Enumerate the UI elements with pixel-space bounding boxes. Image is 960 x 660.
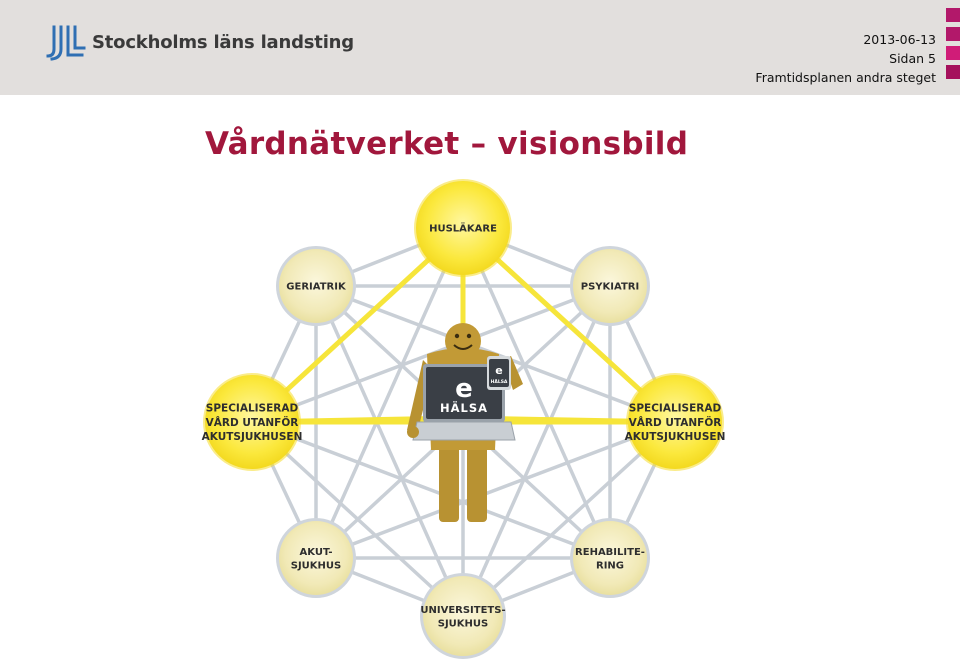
care-node-label: HUSLÄKARE <box>429 221 497 235</box>
care-node-label: SPECIALISERAD <box>629 403 722 415</box>
slide-page-number: Sidan 5 <box>889 51 936 66</box>
logo-text: Stockholms läns landsting <box>92 32 354 53</box>
accent-square <box>946 27 960 41</box>
figure-leg <box>467 446 487 522</box>
care-network-diagram: e HÄLSA e HÄLSA HUSLÄKAREPSYKIATRISPECIA… <box>202 179 726 659</box>
svg-text:e: e <box>495 364 502 377</box>
care-node-label: PSYKIATRI <box>581 282 639 293</box>
header-bar: Stockholms läns landsting 2013-06-13 Sid… <box>0 0 960 95</box>
care-node-label: GERIATRIK <box>286 282 347 293</box>
ehealth-letter: e <box>455 374 473 404</box>
logo[interactable]: Stockholms läns landsting <box>46 25 354 61</box>
smiley-face-icon <box>445 323 481 359</box>
figure-leg <box>439 446 459 522</box>
slide-title: Vårdnätverket – visionsbild <box>205 126 689 162</box>
care-node-geri: GERIATRIK <box>276 246 356 326</box>
care-node-label: AKUTSJUKHUSEN <box>625 431 726 443</box>
accent-square <box>946 46 960 60</box>
care-node-akut: AKUT- SJUKHUS <box>276 518 356 598</box>
ehealth-figure: e HÄLSA e HÄLSA <box>407 323 523 522</box>
care-node-label: SJUKHUS <box>291 560 341 571</box>
svg-text:HÄLSA: HÄLSA <box>491 378 508 385</box>
care-node-label: SJUKHUS <box>438 618 488 629</box>
slide-subtitle: Framtidsplanen andra steget <box>755 70 936 85</box>
care-node-label: VÅRD UTANFÖR <box>629 415 722 429</box>
slide-date: 2013-06-13 <box>863 32 936 47</box>
care-node-label: AKUTSJUKHUSEN <box>202 431 303 443</box>
network-link <box>251 420 611 560</box>
slide-meta: 2013-06-13 Sidan 5 Framtidsplanen andra … <box>755 30 936 87</box>
care-node-rehab: REHABILITE- RING <box>570 518 650 598</box>
accent-square <box>946 65 960 79</box>
accent-square <box>946 8 960 22</box>
care-node-label: VÅRD UTANFÖR <box>206 415 299 429</box>
care-node-psyk: PSYKIATRI <box>570 246 650 326</box>
care-node-label: RING <box>596 560 624 571</box>
care-node-label: AKUT- <box>300 547 333 558</box>
care-node-label: SPECIALISERAD <box>206 403 299 415</box>
care-node-label: UNIVERSITETS- <box>420 605 505 616</box>
sll-logo-icon <box>46 25 86 61</box>
care-node-univ: UNIVERSITETS- SJUKHUS <box>420 573 506 659</box>
care-node-label: REHABILITE- <box>575 547 645 558</box>
care-node-husl: HUSLÄKARE <box>414 179 512 277</box>
ehealth-label: HÄLSA <box>440 400 488 415</box>
